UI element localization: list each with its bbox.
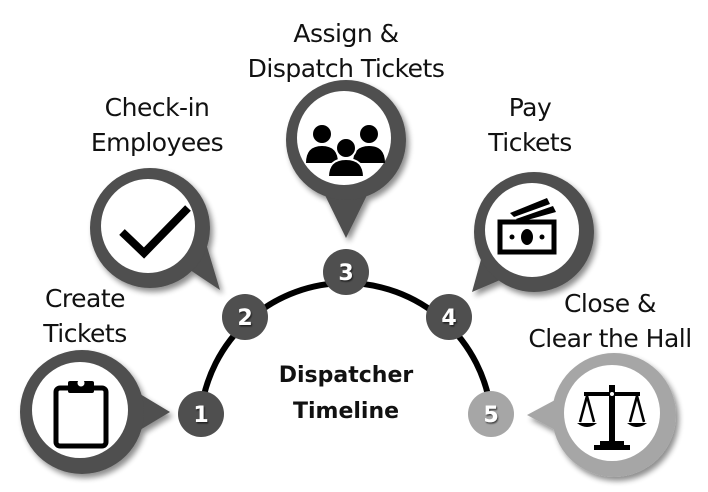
- label-line: Tickets: [43, 319, 127, 348]
- step-label-check-in-employees: Check-in Employees: [72, 90, 242, 160]
- checkmark-icon: [119, 205, 191, 259]
- group-icon: [306, 125, 385, 178]
- label-line: Assign &: [293, 19, 399, 48]
- step-label-create-tickets: Create Tickets: [10, 281, 160, 351]
- bubble-pay-tickets: [472, 172, 594, 292]
- step-node-2[interactable]: 2: [222, 294, 268, 340]
- clipboard-icon: [53, 379, 109, 449]
- step-number: 3: [338, 261, 353, 286]
- label-line: Close &: [563, 289, 657, 318]
- bubble-create-tickets: [20, 350, 170, 474]
- bubble-check-in-employees: [90, 168, 220, 290]
- step-node-5[interactable]: 5: [468, 391, 514, 437]
- label-line: Check-in: [104, 93, 210, 122]
- label-line: Employees: [90, 128, 224, 157]
- diagram-title: Dispatcher Timeline: [246, 358, 446, 430]
- bubble-close-clear: [527, 353, 676, 477]
- step-node-4[interactable]: 4: [426, 294, 472, 340]
- cash-icon: [497, 198, 557, 255]
- label-line: Pay: [508, 93, 552, 122]
- step-label-pay-tickets: Pay Tickets: [455, 90, 605, 160]
- step-number: 5: [483, 403, 498, 428]
- label-line: Clear the Hall: [528, 324, 692, 353]
- label-line: Create: [44, 284, 126, 313]
- bubble-pointer: [178, 240, 220, 290]
- step-label-assign-dispatch: Assign & Dispatch Tickets: [226, 16, 466, 86]
- scales-icon: [577, 385, 647, 450]
- step-label-close-clear: Close & Clear the Hall: [510, 286, 708, 356]
- step-node-1[interactable]: 1: [178, 391, 224, 437]
- label-line: Dispatch Tickets: [247, 54, 445, 83]
- bubble-face: [101, 179, 195, 273]
- step-number: 4: [441, 306, 456, 331]
- title-line-1: Dispatcher: [278, 363, 414, 388]
- step-number: 1: [193, 403, 208, 428]
- step-node-3[interactable]: 3: [323, 249, 369, 295]
- title-line-2: Timeline: [292, 399, 400, 424]
- label-line: Tickets: [488, 128, 572, 157]
- step-number: 2: [237, 306, 252, 331]
